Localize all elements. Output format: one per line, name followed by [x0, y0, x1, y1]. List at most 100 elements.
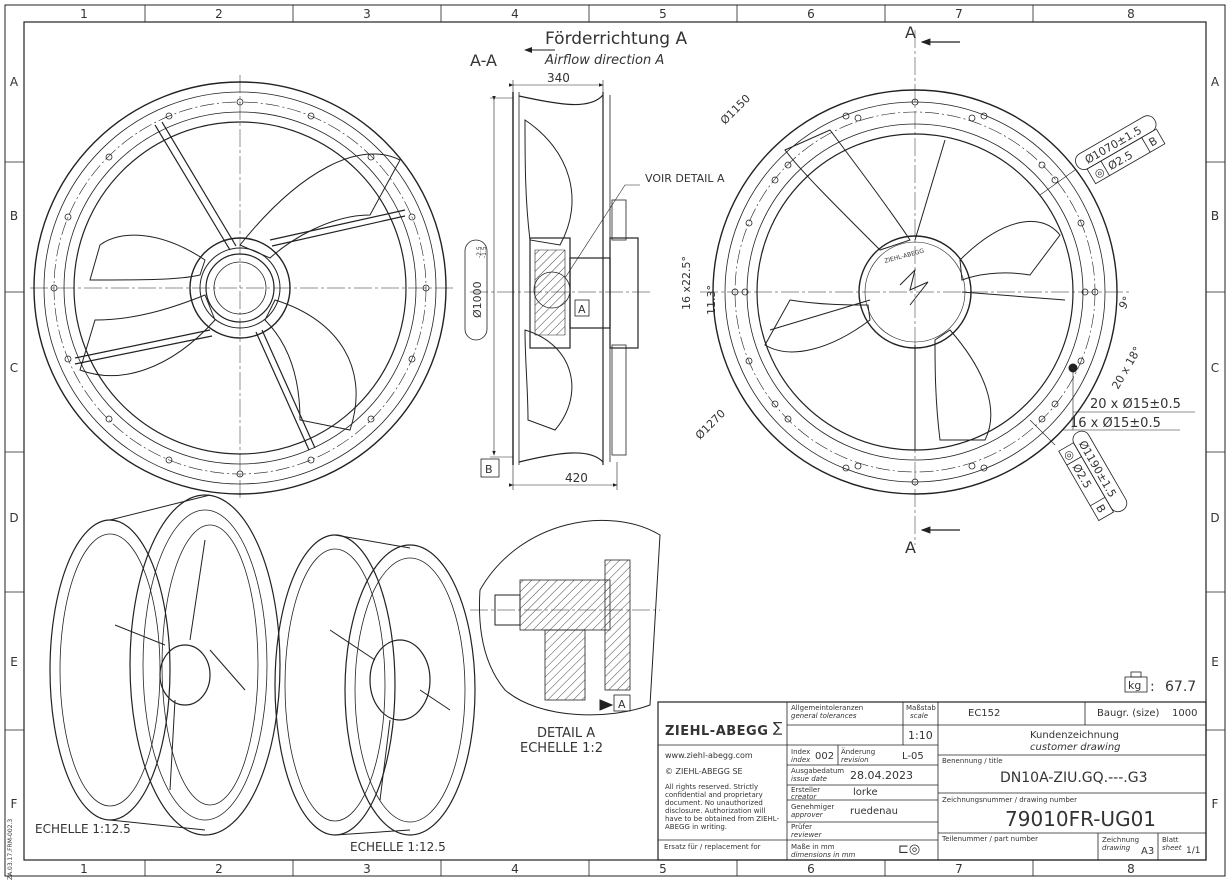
part-number-label: Teilenummer / part number	[942, 835, 1038, 843]
sheet-value: 1/1	[1186, 846, 1201, 856]
holes-16: 16 x Ø15±0.5	[1070, 416, 1161, 431]
dim-16x22: 16 x22.5°	[680, 256, 693, 310]
dim-1000-tol-upper: -2.5	[476, 246, 483, 258]
row-label: D	[1210, 511, 1219, 525]
dims-label-en: dimensions in mm	[791, 851, 856, 859]
company-copyright: © ZIEHL-ABEGG SE	[665, 767, 743, 776]
creator-label-en: creator	[791, 793, 817, 801]
title-value: DN10A-ZIU.GQ.---.G3	[1000, 770, 1148, 786]
drawing-number-label: Zeichnungsnummer / drawing number	[942, 796, 1077, 804]
section-view	[464, 47, 650, 490]
approver-value: ruedenau	[850, 806, 898, 817]
fan-rear-view	[30, 75, 455, 500]
row-label: D	[9, 511, 18, 525]
col-label: 8	[1127, 862, 1135, 876]
weight-unit: kg	[1128, 679, 1141, 692]
col-label: 7	[955, 7, 963, 21]
logo-mark-icon: ∑	[773, 720, 783, 736]
frame-labels: 1 2 3 4 5 6 7 8 1 2 3 4 5 6 7 8 A B C D …	[9, 7, 1220, 876]
company-web: www.ziehl-abegg.com	[665, 751, 753, 760]
detail-tag: A	[618, 698, 626, 711]
section-labels: A-A Förderrichtung A Airflow direction A…	[470, 29, 725, 485]
row-label: E	[1211, 655, 1219, 669]
airflow-direction-de: Förderrichtung A	[545, 29, 687, 49]
title-block-grid	[657, 701, 1207, 861]
scale-value: 1:10	[908, 729, 933, 742]
tolerance-frame-1070	[1075, 115, 1166, 185]
projection-symbol-icon: ⊏◎	[898, 842, 921, 857]
weight-value: 67.7	[1165, 679, 1196, 695]
row-label: C	[1211, 361, 1219, 375]
sheet-label-de: Blatt	[1162, 836, 1179, 844]
sheet-label-en: sheet	[1162, 844, 1182, 852]
col-label: 1	[80, 7, 88, 21]
rev-label-en: revision	[841, 756, 869, 764]
creator-label-de: Ersteller	[791, 786, 821, 794]
creator-value: lorke	[853, 787, 878, 798]
reviewer-label-de: Prüfer	[791, 823, 813, 831]
index-label-en: index	[791, 756, 811, 764]
customer-drawing-de: Kundenzeichnung	[1030, 730, 1119, 741]
fan-front-view	[700, 30, 1195, 545]
customer-drawing-en: customer drawing	[1030, 742, 1121, 753]
iso-left-scale: ECHELLE 1:12.5	[35, 822, 131, 836]
col-label: 6	[807, 7, 815, 21]
index-label-de: Index	[791, 748, 811, 756]
holes-20: 20 x Ø15±0.5	[1090, 397, 1181, 412]
row-label: F	[1212, 797, 1219, 811]
dims-label-de: Maße in mm	[791, 843, 835, 851]
issue-label-en: issue date	[791, 775, 827, 783]
issue-value: 28.04.2023	[850, 769, 913, 782]
rights-notice: All rights reserved. Strictly confidenti…	[665, 783, 780, 831]
detail-scale: ECHELLE 1:2	[520, 741, 603, 756]
ref-tag-b: B	[485, 463, 493, 476]
section-label: A-A	[470, 51, 497, 70]
col-label: 3	[363, 862, 371, 876]
row-label: B	[1211, 209, 1219, 223]
detail-tag-a: A	[578, 303, 586, 316]
row-label: B	[10, 209, 18, 223]
col-label: 4	[511, 862, 519, 876]
fan-iso-right	[274, 534, 476, 836]
drawing-number-value: 79010FR-UG01	[1005, 807, 1157, 831]
row-label: C	[10, 361, 18, 375]
detail-view	[470, 519, 661, 716]
weight-indicator: kg : 67.7	[1124, 671, 1196, 695]
fan-iso-left	[49, 494, 281, 836]
drawing-format-label-en: drawing	[1102, 844, 1131, 852]
row-label: F	[11, 797, 18, 811]
airflow-direction-en: Airflow direction A	[544, 53, 664, 68]
drawing-format-label-de: Zeichnung	[1102, 836, 1140, 844]
title-label: Benennung / title	[942, 757, 1003, 765]
col-label: 5	[659, 7, 667, 21]
weight-value-colon: :	[1150, 679, 1155, 695]
cut-a-bottom: A	[905, 538, 916, 557]
row-label: A	[10, 75, 19, 89]
row-label: E	[10, 655, 18, 669]
row-label: A	[1211, 75, 1220, 89]
col-label: 2	[215, 7, 223, 21]
voir-detail-label: VOIR DETAIL A	[645, 172, 725, 185]
dim-420: 420	[565, 471, 588, 485]
iso-right-scale: ECHELLE 1:12.5	[350, 840, 446, 854]
col-label: 8	[1127, 7, 1135, 21]
tolerance-frame-1190	[1058, 430, 1128, 522]
tol-label-en: general tolerances	[791, 712, 857, 720]
size-value: 1000	[1172, 708, 1198, 719]
scale-label-en: scale	[910, 712, 929, 720]
index-value: 002	[815, 751, 835, 762]
tol-label-de: Allgemeintoleranzen	[791, 704, 864, 712]
rev-value: L-05	[902, 751, 924, 762]
company-logo: ZIEHL-ABEGG	[665, 724, 769, 739]
col-label: 7	[955, 862, 963, 876]
replacement-label: Ersatz für / replacement for	[664, 843, 761, 851]
scale-label-de: Maßstab	[906, 704, 936, 712]
col-label: 6	[807, 862, 815, 876]
col-label: 1	[80, 862, 88, 876]
issue-label-de: Ausgabedatum	[791, 767, 845, 775]
col-label: 2	[215, 862, 223, 876]
side-code: ZA.03.17.FRM-002.3	[7, 819, 14, 880]
dim-340: 340	[547, 71, 570, 85]
